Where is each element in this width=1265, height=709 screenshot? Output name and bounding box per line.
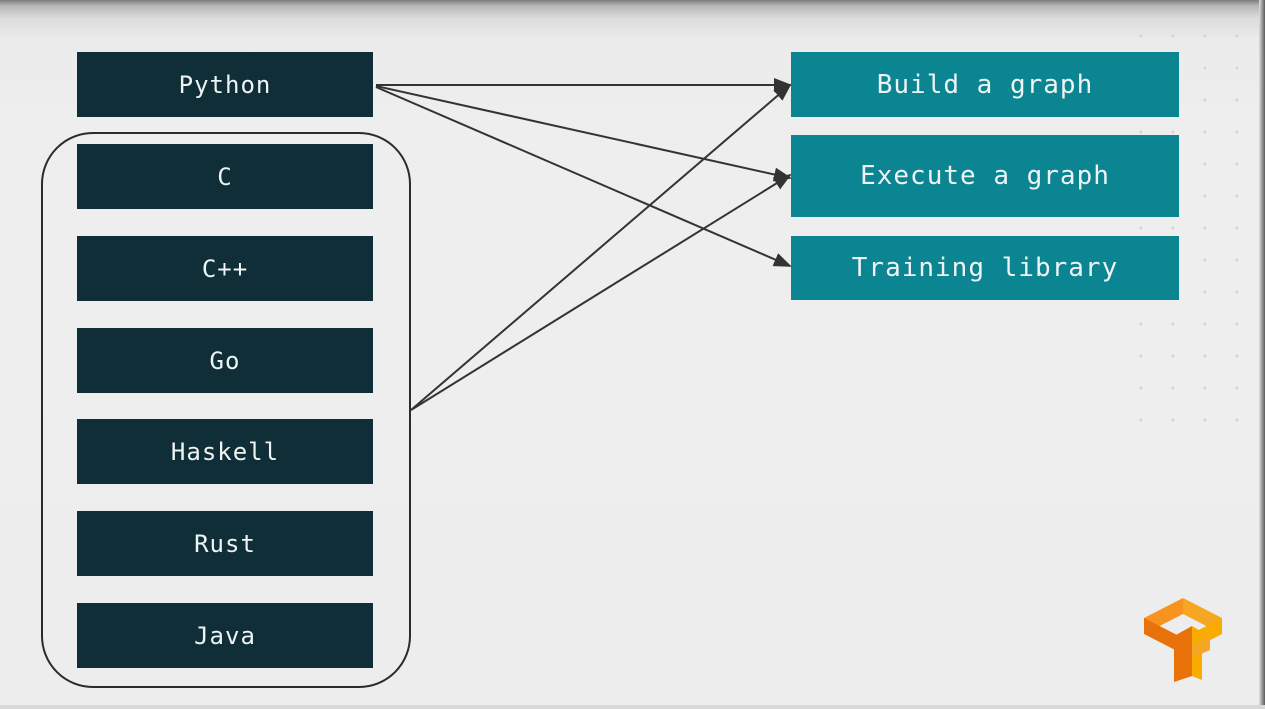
capability-label: Execute a graph	[860, 161, 1110, 191]
language-label: C++	[201, 254, 249, 283]
window-edge-right	[1259, 0, 1265, 709]
language-box-rust: Rust	[77, 511, 373, 576]
language-box-c: C	[77, 144, 373, 209]
language-label: Java	[194, 621, 256, 650]
language-label: C	[217, 162, 233, 191]
language-box-go: Go	[77, 328, 373, 393]
language-label: Go	[209, 346, 241, 375]
capability-box-training-library: Training library	[791, 236, 1179, 300]
capability-label: Build a graph	[876, 69, 1094, 100]
tensorflow-logo-icon	[1144, 598, 1222, 682]
capability-box-build-graph: Build a graph	[791, 52, 1179, 117]
language-label-python: Python	[178, 70, 272, 99]
other-languages-group	[41, 132, 411, 688]
language-label: Haskell	[170, 437, 280, 466]
language-label: Rust	[194, 529, 256, 558]
capability-box-execute-graph: Execute a graph	[791, 135, 1179, 217]
capability-label: Training library	[851, 253, 1119, 283]
language-box-haskell: Haskell	[77, 419, 373, 484]
window-edge-bottom	[0, 705, 1265, 709]
language-box-java: Java	[77, 603, 373, 668]
language-box-cpp: C++	[77, 236, 373, 301]
language-box-python: Python	[77, 52, 373, 117]
